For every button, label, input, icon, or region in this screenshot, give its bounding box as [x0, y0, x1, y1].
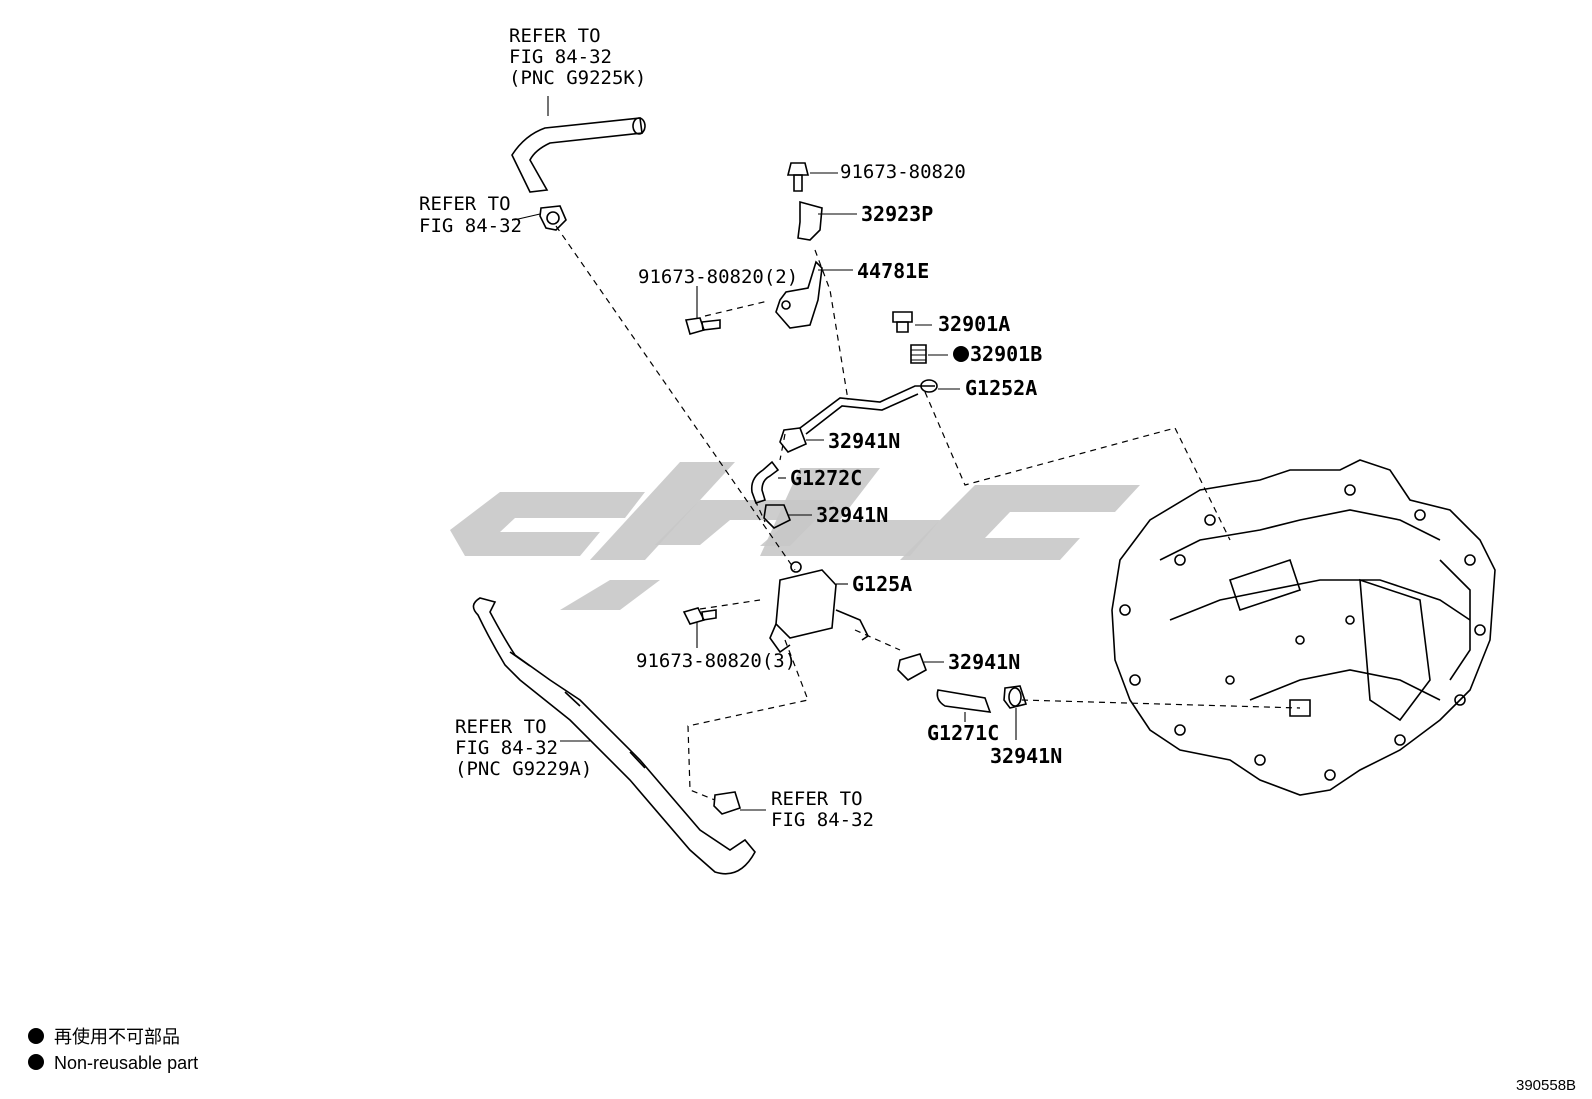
clamp-lower[interactable] [713, 791, 741, 815]
hose-g1271c[interactable] [936, 689, 992, 713]
pipe-g1252a[interactable] [799, 379, 938, 435]
bolt-91673-triple[interactable] [682, 607, 717, 625]
legend-dot-icon-1 [28, 1028, 44, 1044]
legend-dot-icon-2 [28, 1054, 44, 1070]
label-44781e[interactable]: 44781E [857, 259, 929, 283]
label-g125a[interactable]: G125A [852, 572, 912, 596]
legend: 再使用不可部品 Non-reusable part [28, 1027, 198, 1073]
bolt-91673-pair[interactable] [684, 317, 721, 335]
label-g1271c[interactable]: G1271C [927, 721, 999, 745]
clamp-upper[interactable] [539, 205, 567, 231]
legend-english: Non-reusable part [54, 1053, 198, 1073]
label-32901b[interactable]: 32901B [970, 342, 1042, 366]
label-32941n-1[interactable]: 32941N [828, 429, 900, 453]
label-g1272c[interactable]: G1272C [790, 466, 862, 490]
plug-32901a[interactable] [892, 311, 913, 333]
label-bolt-triple[interactable]: 91673-80820(3) [636, 650, 796, 672]
clamp-32941n-2[interactable] [763, 504, 792, 529]
non-reusable-dot-icon [953, 346, 969, 362]
refer-top-line1[interactable]: REFER TO [509, 25, 601, 47]
bracket-32923p[interactable] [797, 200, 823, 241]
label-32941n-4[interactable]: 32941N [990, 744, 1062, 768]
bolt-91673-top[interactable] [786, 162, 810, 192]
label-g1252a[interactable]: G1252A [965, 376, 1037, 400]
legend-japanese: 再使用不可部品 [54, 1027, 180, 1047]
clamp-32941n-4[interactable] [1003, 685, 1028, 709]
hose-g9229a[interactable] [472, 597, 756, 875]
diagram-code: 390558B [1516, 1077, 1576, 1094]
label-32901a[interactable]: 32901A [938, 312, 1010, 336]
clamp-32941n-3[interactable] [897, 653, 927, 681]
refer-bottom-clamp-line2[interactable]: FIG 84-32 [771, 809, 874, 831]
bracket-44781e[interactable] [775, 260, 823, 329]
watermark-logo [450, 462, 1140, 610]
part-labels: REFER TO FIG 84-32 (PNC G9225K) REFER TO… [419, 25, 1062, 831]
label-32923p[interactable]: 32923P [861, 202, 933, 226]
refer-top-line2[interactable]: FIG 84-32 [509, 46, 612, 68]
plug-32901b[interactable] [910, 344, 927, 364]
label-bolt-top[interactable]: 91673-80820 [840, 161, 966, 183]
refer-top-line3[interactable]: (PNC G9225K) [509, 67, 646, 89]
refer-upper-clamp-line2[interactable]: FIG 84-32 [419, 215, 522, 237]
refer-upper-clamp-line1[interactable]: REFER TO [419, 193, 511, 215]
hose-g1272c[interactable] [750, 460, 780, 505]
hose-g9225k[interactable] [511, 117, 646, 193]
refer-left-hose-line1[interactable]: REFER TO [455, 716, 547, 738]
dashed-leaders [555, 225, 1301, 801]
refer-left-hose-line3[interactable]: (PNC G9229A) [455, 758, 592, 780]
label-32941n-2[interactable]: 32941N [816, 503, 888, 527]
label-32941n-3[interactable]: 32941N [948, 650, 1020, 674]
clamp-32941n-1[interactable] [779, 427, 808, 453]
refer-left-hose-line2[interactable]: FIG 84-32 [455, 737, 558, 759]
oil-cooler-g125a[interactable] [769, 561, 870, 654]
refer-bottom-clamp-line1[interactable]: REFER TO [771, 788, 863, 810]
transmission-assembly[interactable] [1111, 459, 1496, 796]
label-bolt-pair[interactable]: 91673-80820(2) [638, 266, 798, 288]
label-leaders [513, 96, 1017, 811]
